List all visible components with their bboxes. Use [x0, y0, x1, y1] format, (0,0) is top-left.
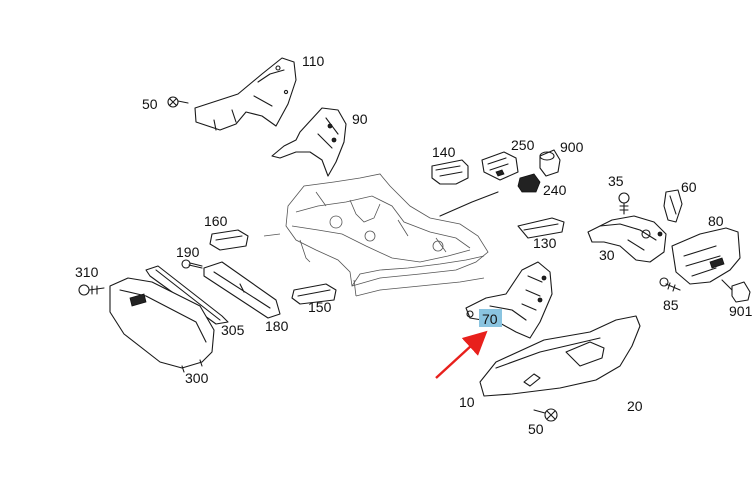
callout-50-bottom[interactable]: 50 — [528, 421, 544, 437]
part-300-side-cover — [109, 277, 215, 373]
part-305-trim-strip — [145, 265, 229, 325]
callout-900[interactable]: 900 — [560, 139, 584, 155]
part-240-connector — [517, 173, 541, 193]
callout-50-top[interactable]: 50 — [142, 96, 158, 112]
part-180-rail — [203, 261, 281, 319]
part-50-screw-top — [167, 96, 189, 108]
part-150-bracket — [291, 283, 337, 305]
callout-310[interactable]: 310 — [75, 264, 99, 280]
callout-85[interactable]: 85 — [663, 297, 679, 313]
part-60-clip — [663, 189, 683, 223]
part-50-screw-bottom — [533, 408, 558, 422]
callout-60[interactable]: 60 — [681, 179, 697, 195]
callout-110[interactable]: 110 — [302, 53, 325, 69]
part-85-screw — [659, 277, 681, 292]
callout-30[interactable]: 30 — [599, 247, 615, 263]
part-80-panel — [671, 227, 741, 285]
part-310-screw — [78, 284, 105, 296]
callout-140[interactable]: 140 — [432, 144, 456, 160]
callout-305[interactable]: 305 — [221, 322, 245, 338]
part-130-bracket — [517, 217, 565, 239]
callout-20[interactable]: 20 — [627, 398, 643, 414]
part-900-bushing — [539, 149, 561, 177]
callout-901[interactable]: 901 — [729, 303, 753, 319]
part-70-bracket — [465, 261, 553, 339]
callout-250[interactable]: 250 — [511, 137, 535, 153]
callout-35[interactable]: 35 — [608, 173, 624, 189]
part-90-bracket — [271, 107, 347, 177]
part-160-bracket — [209, 229, 249, 251]
callout-80[interactable]: 80 — [708, 213, 724, 229]
part-140-bracket — [431, 159, 469, 185]
callout-180[interactable]: 180 — [265, 318, 289, 334]
callout-90[interactable]: 90 — [352, 111, 368, 127]
callout-150[interactable]: 150 — [308, 299, 332, 315]
callout-160[interactable]: 160 — [204, 213, 228, 229]
seat-frame — [263, 173, 489, 297]
callout-190[interactable]: 190 — [176, 244, 200, 260]
part-901-bushing — [721, 279, 751, 303]
part-110-cover — [194, 57, 297, 131]
part-190-pin — [181, 259, 203, 269]
callout-10[interactable]: 10 — [459, 394, 475, 410]
highlight-box — [479, 309, 502, 327]
cable — [439, 191, 499, 217]
callout-70[interactable]: 70 — [482, 311, 498, 327]
part-30-assembly — [587, 215, 667, 263]
part-10-20-side-panel — [479, 315, 641, 397]
part-250-module — [481, 151, 519, 181]
callout-300[interactable]: 300 — [185, 370, 209, 386]
callout-240[interactable]: 240 — [543, 182, 567, 198]
callout-130[interactable]: 130 — [533, 235, 557, 251]
part-35-screw — [618, 192, 630, 215]
highlight-arrow — [435, 330, 488, 379]
